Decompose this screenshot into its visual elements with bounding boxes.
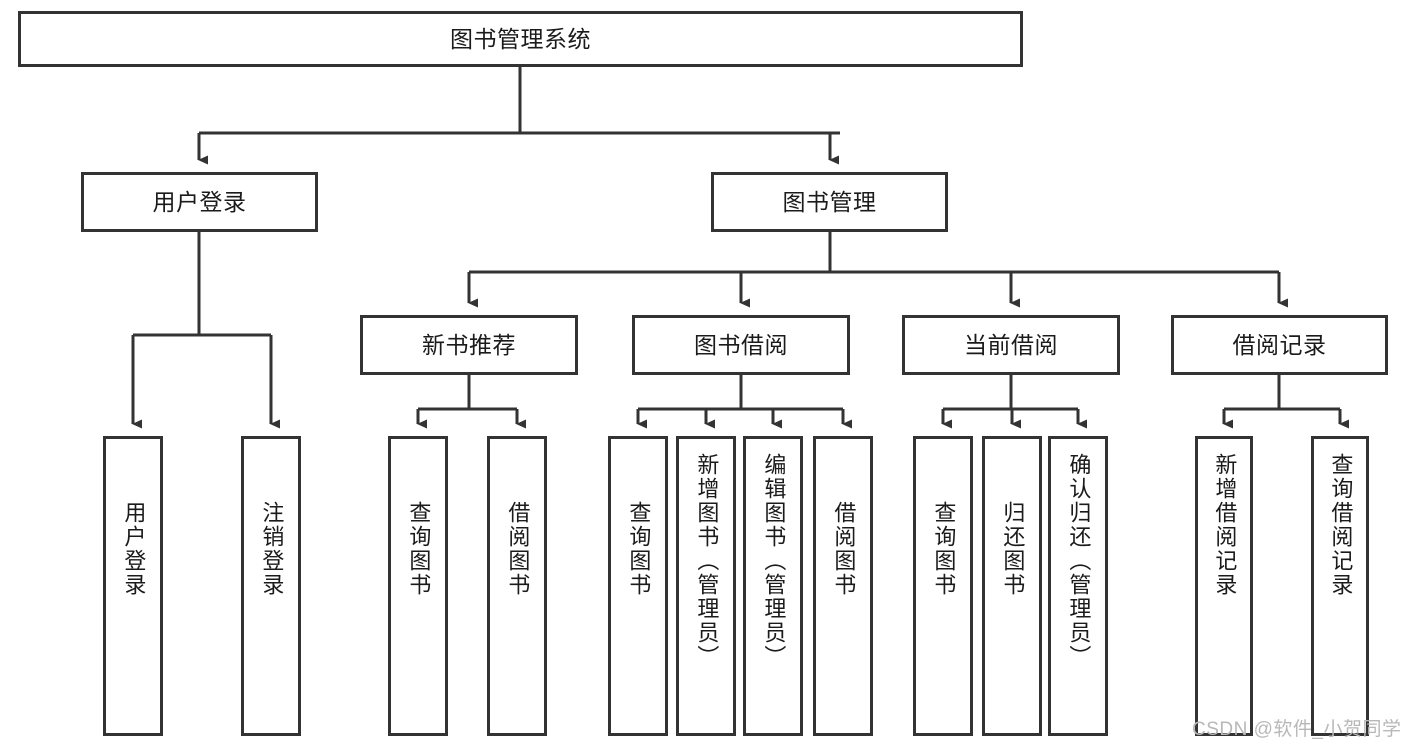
node-label: 新书推荐 [422,331,516,358]
leaf-book-borrow-edit[interactable]: 编辑图书（管理员） [743,436,803,736]
node-label: 借阅图书 [831,501,857,597]
node-label: 查询借阅记录 [1328,453,1354,597]
node-label: 编辑图书（管理员） [761,453,787,669]
node-current-borrow[interactable]: 当前借阅 [902,315,1120,375]
node-root-system[interactable]: 图书管理系统 [18,11,1023,67]
leaf-new-book-query[interactable]: 查询图书 [388,436,448,736]
leaf-user-login-logout[interactable]: 注销登录 [241,436,301,736]
leaf-user-login-login[interactable]: 用户登录 [103,436,163,736]
node-label: 新增图书（管理员） [694,453,720,669]
node-label: 图书管理 [782,188,877,215]
node-label: 用户登录 [152,188,247,215]
leaf-borrow-record-query[interactable]: 查询借阅记录 [1311,436,1369,736]
node-borrow-record[interactable]: 借阅记录 [1171,315,1388,375]
node-label: 用户登录 [121,501,147,597]
node-label: 注销登录 [259,501,285,597]
node-label: 查询图书 [931,501,957,597]
leaf-current-borrow-return[interactable]: 归还图书 [982,436,1042,736]
leaf-book-borrow-query[interactable]: 查询图书 [608,436,668,736]
leaf-current-borrow-confirm-return[interactable]: 确认归还（管理员） [1048,436,1108,736]
node-label: 图书借阅 [694,331,788,358]
leaf-book-borrow-add[interactable]: 新增图书（管理员） [676,436,736,736]
node-label: 新增借阅记录 [1212,453,1238,597]
leaf-book-borrow-borrow[interactable]: 借阅图书 [813,436,873,736]
node-label: 查询图书 [406,501,432,597]
leaf-current-borrow-query[interactable]: 查询图书 [913,436,973,736]
leaf-borrow-record-add[interactable]: 新增借阅记录 [1195,436,1253,736]
node-label: 借阅记录 [1232,331,1327,358]
node-book-borrow[interactable]: 图书借阅 [632,315,850,375]
leaf-new-book-borrow[interactable]: 借阅图书 [487,436,547,736]
node-label: 确认归还（管理员） [1066,453,1092,669]
node-label: 借阅图书 [505,501,531,597]
node-new-book-recommend[interactable]: 新书推荐 [360,315,578,375]
node-label: 查询图书 [626,501,652,597]
node-label: 图书管理系统 [450,25,591,52]
csdn-watermark: CSDN @软件_小贺同学 [1192,719,1402,740]
node-user-login[interactable]: 用户登录 [81,172,318,232]
node-book-management[interactable]: 图书管理 [711,172,948,232]
node-label: 当前借阅 [964,331,1058,358]
node-label: 归还图书 [1000,501,1026,597]
